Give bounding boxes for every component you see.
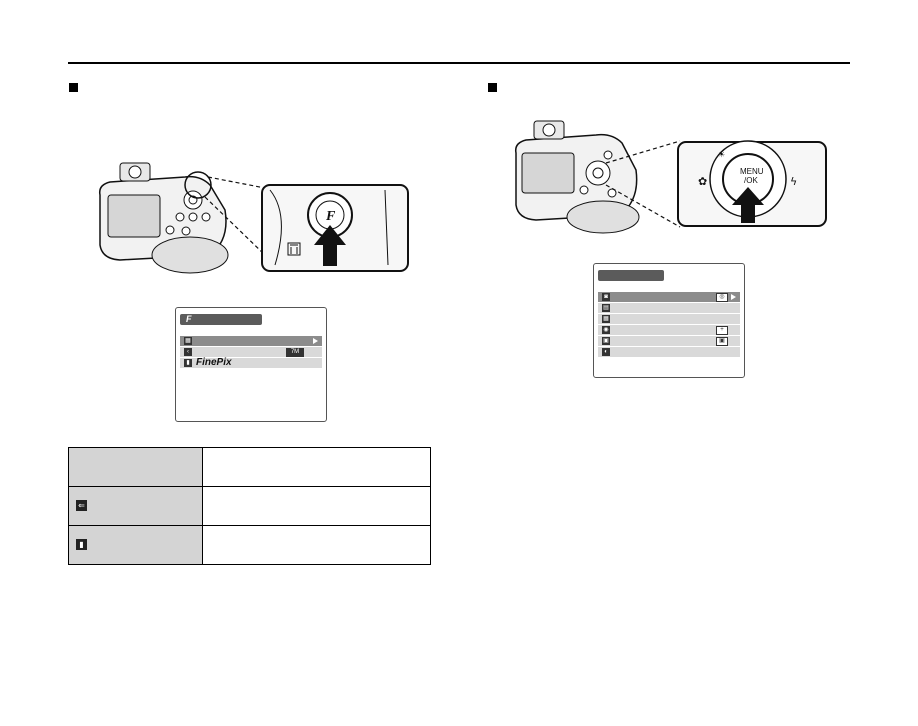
back-icon: ‹ bbox=[184, 348, 192, 356]
lcd-row-camera-mode[interactable]: ◙ ◎ bbox=[598, 292, 740, 303]
section-bullet-left bbox=[69, 83, 78, 92]
header-rule bbox=[68, 62, 850, 64]
table-label-cell: ⇐ bbox=[68, 486, 203, 526]
sharpness-icon: ◐ bbox=[602, 348, 610, 356]
lcd-row-metering[interactable]: ◉ + bbox=[598, 325, 740, 336]
arrow-right-icon bbox=[731, 294, 736, 300]
table-row: ⇐ bbox=[68, 486, 431, 526]
photo-mode-table: ⇐ ▮ bbox=[68, 447, 431, 565]
table-value-cell bbox=[202, 525, 431, 565]
svg-text:MENU: MENU bbox=[740, 167, 764, 176]
lcd-row-value: 7M bbox=[286, 348, 304, 357]
arrow-right-icon bbox=[313, 338, 318, 344]
camera-photo-mode-illustration: F bbox=[90, 155, 410, 275]
camera-menu-button-illustration: MENU /OK ✿ ϟ ☀ bbox=[508, 115, 830, 240]
lcd-menu-title bbox=[598, 270, 664, 281]
table-row: ▮ bbox=[68, 525, 431, 565]
svg-text:F: F bbox=[325, 209, 336, 224]
quality-icon: ▦ bbox=[184, 337, 192, 345]
af-mode-icon: ▣ bbox=[602, 337, 610, 345]
lcd-shooting-menu: ◙ ◎ ▤ ▦ ◉ + ▣ ▣ ◐ bbox=[593, 263, 745, 378]
lcd-row-back[interactable]: ‹ 7M bbox=[180, 347, 322, 358]
finepix-label: FinePix bbox=[196, 357, 232, 368]
section-bullet-right bbox=[488, 83, 497, 92]
table-row bbox=[68, 447, 431, 487]
svg-text:/OK: /OK bbox=[744, 176, 758, 185]
lcd-row-value: ▣ bbox=[716, 337, 728, 346]
camera-mode-icon: ◙ bbox=[602, 293, 610, 301]
iso-icon: ▤ bbox=[602, 304, 610, 312]
svg-text:☀: ☀ bbox=[718, 150, 725, 159]
lcd-row-value: ◎ bbox=[716, 293, 728, 302]
quality-icon: ▦ bbox=[602, 315, 610, 323]
lcd-row-iso[interactable]: ▤ bbox=[598, 303, 740, 314]
lcd-photo-mode-menu: F ▦ ‹ 7M ▮ FinePix bbox=[175, 307, 327, 422]
lcd-row-finepix-color[interactable]: ▮ FinePix bbox=[180, 358, 322, 369]
svg-text:ϟ: ϟ bbox=[790, 175, 797, 188]
finepix-color-icon: ▮ bbox=[76, 539, 87, 551]
table-value-cell bbox=[202, 486, 431, 526]
lcd-menu-title: F bbox=[180, 314, 262, 325]
lcd-row-sharpness[interactable]: ◐ bbox=[598, 347, 740, 358]
finepix-color-icon: ▮ bbox=[184, 359, 192, 367]
lcd-row-af-mode[interactable]: ▣ ▣ bbox=[598, 336, 740, 347]
quality-icon: ⇐ bbox=[76, 500, 87, 512]
lcd-row-quality[interactable]: ▦ bbox=[598, 314, 740, 325]
lcd-row-quality[interactable]: ▦ bbox=[180, 336, 322, 347]
svg-text:✿: ✿ bbox=[698, 175, 707, 188]
table-label-cell: ▮ bbox=[68, 525, 203, 565]
table-header-cell bbox=[68, 447, 203, 487]
lcd-row-value: + bbox=[716, 326, 728, 335]
metering-icon: ◉ bbox=[602, 326, 610, 334]
table-header-cell bbox=[202, 447, 431, 487]
